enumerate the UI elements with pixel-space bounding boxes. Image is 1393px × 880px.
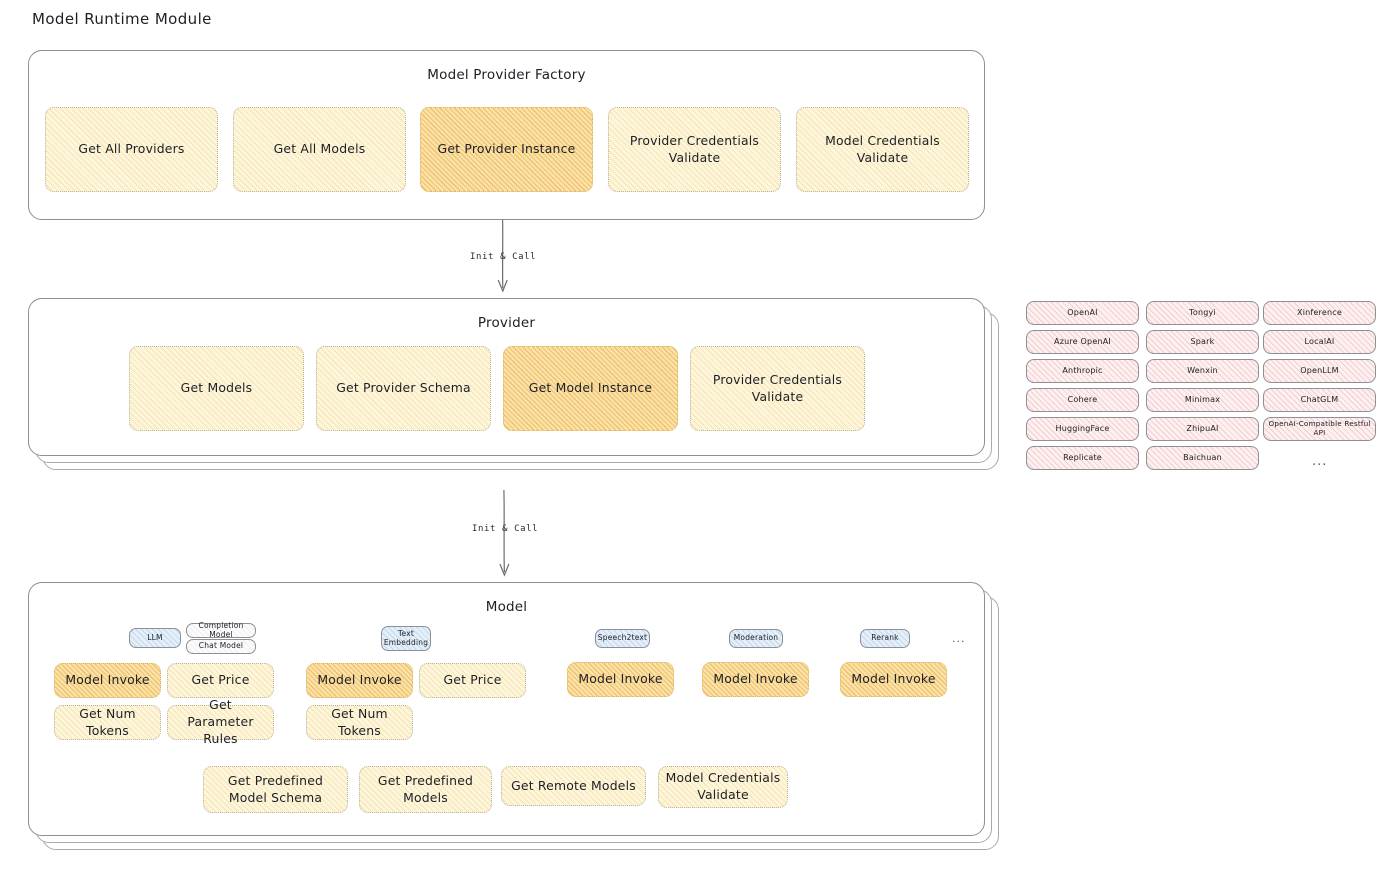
page-title: Model Runtime Module (32, 10, 212, 28)
factory-function-get-provider-instance[interactable]: Get Provider Instance (420, 107, 593, 192)
provider-chip-openllm[interactable]: OpenLLM (1263, 359, 1376, 383)
factory-function-get-all-models[interactable]: Get All Models (233, 107, 406, 192)
text-embedding-function-model-invoke[interactable]: Model Invoke (306, 663, 413, 698)
provider-function-provider-credentials-validate[interactable]: Provider Credentials Validate (690, 346, 865, 431)
provider-chip-chatglm[interactable]: ChatGLM (1263, 388, 1376, 412)
model-common-function-get-remote-models[interactable]: Get Remote Models (501, 766, 646, 806)
provider-function-get-provider-schema[interactable]: Get Provider Schema (316, 346, 491, 431)
provider-chip-openai[interactable]: OpenAI (1026, 301, 1139, 325)
factory-function-get-all-providers[interactable]: Get All Providers (45, 107, 218, 192)
provider-chip-spark[interactable]: Spark (1146, 330, 1259, 354)
model-common-function-get-predefined-model-schema[interactable]: Get Predefined Model Schema (203, 766, 348, 813)
model-title: Model (485, 599, 528, 615)
arrow-factory-to-provider (488, 219, 518, 298)
factory-function-model-credentials-validate[interactable]: Model Credentials Validate (796, 107, 969, 192)
provider-function-get-model-instance[interactable]: Get Model Instance (503, 346, 678, 431)
provider-chip-tongyi[interactable]: Tongyi (1146, 301, 1259, 325)
provider-title: Provider (477, 315, 536, 331)
provider-chip-zhipuai[interactable]: ZhipuAI (1146, 417, 1259, 441)
arrow-down-icon (499, 489, 510, 577)
model-type-moderation[interactable]: Moderation (729, 629, 783, 648)
arrow-provider-to-model-label: Init & Call (472, 524, 539, 534)
llm-function-get-num-tokens[interactable]: Get Num Tokens (54, 705, 161, 740)
model-type-rerank[interactable]: Rerank (860, 629, 910, 648)
llm-function-get-price[interactable]: Get Price (167, 663, 274, 698)
arrow-factory-to-provider-label: Init & Call (470, 252, 537, 262)
model-common-function-get-predefined-models[interactable]: Get Predefined Models (359, 766, 492, 813)
arrow-provider-to-model (490, 489, 520, 582)
provider-chip-minimax[interactable]: Minimax (1146, 388, 1259, 412)
llm-function-model-invoke[interactable]: Model Invoke (54, 663, 161, 698)
rerank-function-model-invoke[interactable]: Model Invoke (840, 662, 947, 697)
provider-chip-azure-openai[interactable]: Azure OpenAI (1026, 330, 1139, 354)
model-type-text-embedding[interactable]: Text Embedding (381, 626, 431, 651)
provider-chip-xinference[interactable]: Xinference (1263, 301, 1376, 325)
text-embedding-function-get-num-tokens[interactable]: Get Num Tokens (306, 705, 413, 740)
provider-chip-huggingface[interactable]: HuggingFace (1026, 417, 1139, 441)
llm-function-get-parameter-rules[interactable]: Get Parameter Rules (167, 697, 274, 746)
factory-function-provider-credentials-validate[interactable]: Provider Credentials Validate (608, 107, 781, 192)
provider-chip-wenxin[interactable]: Wenxin (1146, 359, 1259, 383)
model-types-more: ... (952, 632, 966, 645)
speech2text-function-model-invoke[interactable]: Model Invoke (567, 662, 674, 697)
model-common-function-model-credentials-validate[interactable]: Model Credentials Validate (658, 766, 788, 808)
provider-list-more: ... (1312, 454, 1328, 469)
provider-chip-replicate[interactable]: Replicate (1026, 446, 1139, 470)
model-type-llm[interactable]: LLM (129, 628, 181, 648)
provider-chip-localai[interactable]: LocalAI (1263, 330, 1376, 354)
model-type-llm-sub-completion-model[interactable]: Completion Model (186, 621, 256, 638)
model-type-llm-sub-chat-model[interactable]: Chat Model (186, 639, 256, 654)
model-provider-factory-title: Model Provider Factory (427, 67, 586, 83)
provider-function-get-models[interactable]: Get Models (129, 346, 304, 431)
provider-chip-openai-compatible-restful-api[interactable]: OpenAI-Compatible Restful API (1263, 417, 1376, 441)
model-type-speech2text[interactable]: Speech2text (595, 629, 650, 648)
provider-chip-anthropic[interactable]: Anthropic (1026, 359, 1139, 383)
arrow-down-icon (497, 219, 508, 293)
provider-chip-baichuan[interactable]: Baichuan (1146, 446, 1259, 470)
provider-chip-cohere[interactable]: Cohere (1026, 388, 1139, 412)
text-embedding-function-get-price[interactable]: Get Price (419, 663, 526, 698)
moderation-function-model-invoke[interactable]: Model Invoke (702, 662, 809, 697)
